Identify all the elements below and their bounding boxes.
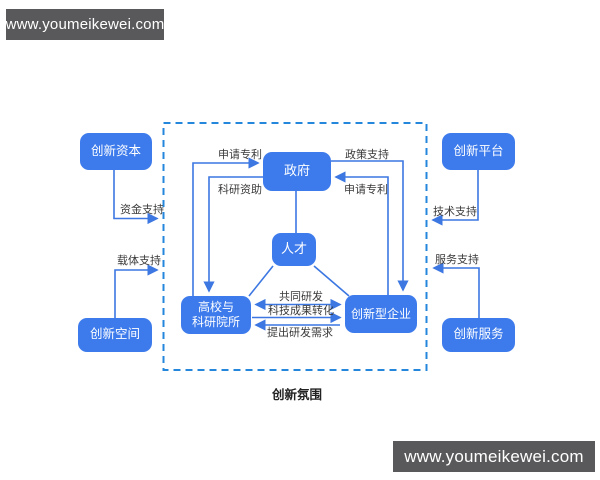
line-talent-universities xyxy=(248,265,274,297)
arrow-carrier-support xyxy=(114,264,159,318)
edge-label-apply-patent-left: 申请专利 xyxy=(218,149,262,161)
edge-label-service-support: 服务支持 xyxy=(435,254,479,266)
edge-label-policy-support: 政策支持 xyxy=(345,149,389,161)
arrow-apply-patent-left xyxy=(192,157,260,296)
node-innovative-enterprises: 创新型企业 xyxy=(345,295,417,333)
edge-label-carrier-support: 载体支持 xyxy=(117,255,161,267)
watermark-top-left: www.youmeikewei.com xyxy=(6,9,164,40)
arrow-service-support xyxy=(432,262,480,318)
edge-label-funding-support: 资金支持 xyxy=(120,204,164,216)
node-government: 政府 xyxy=(263,152,331,191)
node-innovation-space: 创新空间 xyxy=(78,318,152,352)
edge-label-joint-rd: 共同研发 xyxy=(279,291,323,303)
edge-label-tech-transfer: 科技成果转化 xyxy=(268,305,334,317)
node-innovation-service: 创新服务 xyxy=(442,318,515,352)
node-universities-research-institutes: 高校与 科研院所 xyxy=(181,296,251,334)
node-innovation-platform: 创新平台 xyxy=(442,133,515,170)
node-talent: 人才 xyxy=(272,233,316,266)
edge-label-research-funding: 科研资助 xyxy=(218,184,262,196)
edge-label-tech-support: 技术支持 xyxy=(433,206,477,218)
arrow-policy-support xyxy=(331,160,409,292)
edge-label-rd-demand: 提出研发需求 xyxy=(267,327,333,339)
node-innovation-capital: 创新资本 xyxy=(80,133,152,170)
atmosphere-caption: 创新氛围 xyxy=(271,388,323,402)
watermark-bottom-right: www.youmeikewei.com xyxy=(393,441,595,472)
edge-label-apply-patent-right: 申请专利 xyxy=(344,184,388,196)
